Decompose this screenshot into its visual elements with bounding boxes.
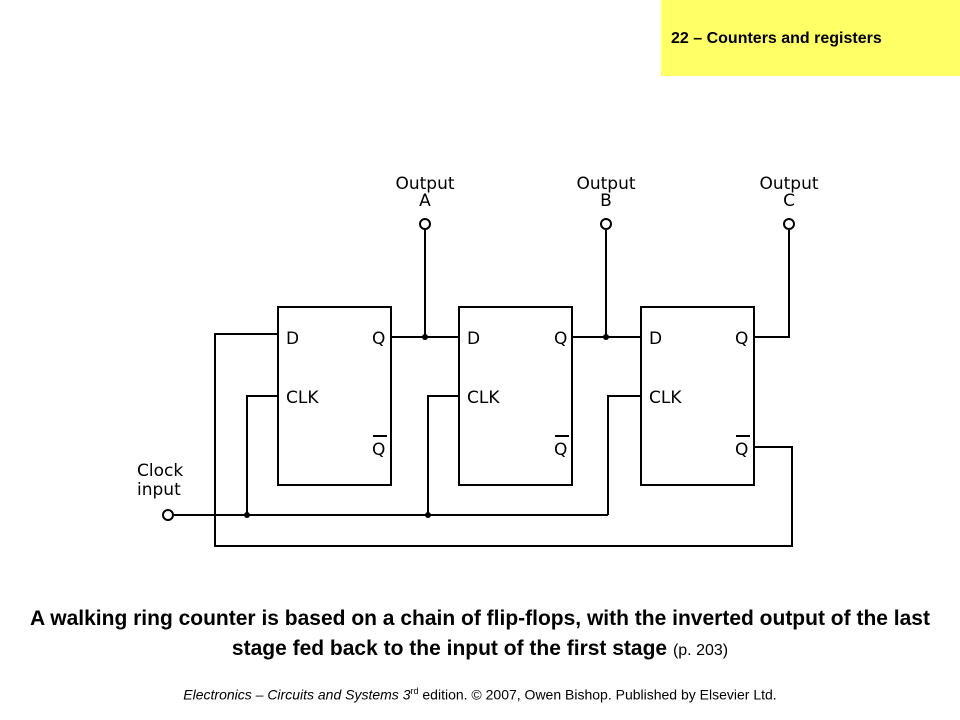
wire-output-c — [754, 230, 790, 338]
footer-publisher: edition. © 2007, Owen Bishop. Published … — [418, 686, 777, 703]
clock-input-label-line2: input — [137, 480, 181, 500]
ff3-clk-pin: CLK — [649, 388, 682, 408]
output-a-label: Output — [395, 174, 454, 194]
output-c-letter: C — [783, 191, 795, 211]
terminal-clock-input — [162, 509, 174, 521]
footer-book-title: Electronics – Circuits and Systems 3 — [183, 686, 411, 703]
wire-clk2 — [427, 395, 459, 515]
diagram-caption: A walking ring counter is based on a cha… — [0, 604, 960, 666]
footer-citation: Electronics – Circuits and Systems 3rd e… — [0, 686, 960, 703]
ff2-q-pin: Q — [554, 329, 567, 349]
chapter-title: 22 – Counters and registers — [671, 30, 882, 47]
ff3-d-pin: D — [649, 329, 662, 349]
chapter-tab: 22 – Counters and registers — [661, 0, 960, 76]
wire-clk1 — [246, 395, 278, 515]
output-c-label: Output — [759, 174, 818, 194]
ff1-qbar-pin: Q — [372, 440, 385, 460]
junction-dot — [244, 512, 250, 518]
ff2-qbar-pin: Q — [554, 440, 567, 460]
output-b-letter: B — [600, 191, 612, 211]
output-b-label: Output — [576, 174, 635, 194]
terminal-output-c — [783, 218, 795, 230]
ff3-q-pin: Q — [735, 329, 748, 349]
wire-clk3 — [607, 395, 641, 515]
output-a-letter: A — [419, 191, 431, 211]
junction-dot — [603, 334, 609, 340]
wire-feedback — [214, 333, 793, 547]
ff1-d-pin: D — [286, 329, 299, 349]
footer-edition-sup: rd — [410, 686, 419, 696]
ff1-q-pin: Q — [372, 329, 385, 349]
ff2-d-pin: D — [467, 329, 480, 349]
ff1-clk-pin: CLK — [286, 388, 319, 408]
junction-dot — [422, 334, 428, 340]
ring-counter-diagram: Output A Output B Output C Clock input D… — [137, 174, 819, 547]
caption-page-ref: (p. 203) — [672, 642, 729, 659]
terminal-output-b — [600, 218, 612, 230]
terminal-output-a — [419, 218, 431, 230]
junction-dot — [425, 512, 431, 518]
caption-text: A walking ring counter is based on a cha… — [30, 607, 930, 660]
ff3-qbar-pin: Q — [735, 440, 748, 460]
clock-input-label-line1: Clock — [137, 461, 183, 481]
ff2-clk-pin: CLK — [467, 388, 500, 408]
